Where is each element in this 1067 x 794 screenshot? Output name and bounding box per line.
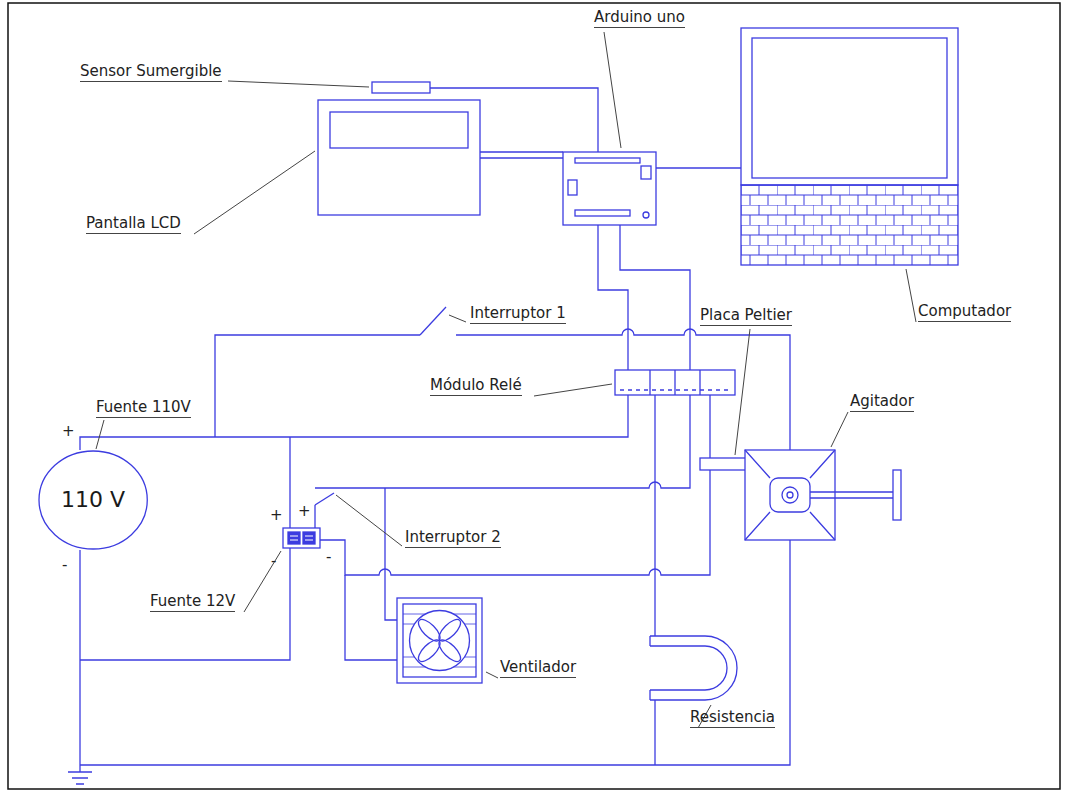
fan-frame bbox=[403, 604, 476, 677]
node-text: 110 V bbox=[61, 487, 125, 512]
callout-label: Interruptor 1 bbox=[470, 304, 566, 324]
callout-label: Interruptor 2 bbox=[405, 528, 501, 548]
leader-line bbox=[449, 315, 466, 322]
wire bbox=[314, 505, 315, 528]
polarity-sign: + bbox=[62, 422, 75, 440]
leader-line bbox=[831, 412, 848, 447]
fan-blade bbox=[415, 616, 443, 644]
heater-symbol bbox=[649, 636, 650, 700]
arduino-header bbox=[575, 210, 630, 216]
power-source-110v: 110 V bbox=[38, 450, 148, 550]
callout-label: Computador bbox=[918, 302, 1011, 322]
polarity-sign: + bbox=[298, 502, 311, 520]
relay-divider bbox=[650, 370, 700, 395]
stirrer-symbol bbox=[745, 450, 835, 540]
wire bbox=[480, 152, 563, 158]
stirrer-hub bbox=[787, 492, 793, 498]
leader-line bbox=[604, 32, 621, 148]
callout-label: Arduino uno bbox=[594, 8, 685, 28]
polarity-sign: - bbox=[271, 552, 276, 570]
lcd-screen bbox=[330, 112, 468, 148]
wire bbox=[315, 395, 690, 488]
callout-label: Placa Peltier bbox=[700, 306, 792, 326]
wire bbox=[656, 167, 741, 168]
callout-label: Sensor Sumergible bbox=[80, 62, 222, 82]
polarity-sign: - bbox=[62, 556, 67, 574]
wire bbox=[654, 700, 655, 765]
supply-12v-cell bbox=[303, 532, 315, 544]
supply-12v-detail bbox=[290, 536, 313, 540]
callout-label: Agitador bbox=[850, 392, 914, 412]
wire bbox=[79, 550, 80, 772]
wire bbox=[385, 488, 397, 620]
supply-12v-symbol bbox=[283, 528, 320, 548]
arduino-usb bbox=[641, 166, 651, 179]
polarity-sign: - bbox=[326, 548, 331, 566]
wire bbox=[320, 470, 710, 575]
switch-blade bbox=[315, 493, 334, 505]
supply-12v-cell bbox=[288, 532, 300, 544]
callout-label: Pantalla LCD bbox=[86, 214, 181, 234]
leader-line bbox=[244, 551, 281, 612]
relay-divider bbox=[620, 389, 730, 390]
callout-label: Fuente 110V bbox=[96, 398, 191, 418]
leader-line bbox=[735, 329, 750, 455]
wire bbox=[620, 225, 690, 370]
arduino-jack bbox=[568, 180, 577, 195]
heater-symbol bbox=[650, 636, 737, 700]
callout-label: Fuente 12V bbox=[150, 592, 235, 612]
monitor-symbol bbox=[741, 28, 958, 185]
leader-line bbox=[486, 672, 498, 678]
wire bbox=[345, 575, 397, 660]
fan-symbol bbox=[397, 598, 482, 683]
leader-line bbox=[194, 151, 315, 234]
frame-border bbox=[8, 3, 1060, 789]
stirrer-paddle bbox=[893, 470, 901, 520]
leader-line bbox=[336, 495, 402, 546]
source-circle bbox=[39, 451, 147, 549]
leader-line bbox=[96, 420, 104, 449]
stirrer-hub bbox=[782, 487, 798, 503]
keyboard-symbol bbox=[741, 185, 958, 265]
polarity-sign: + bbox=[270, 506, 283, 524]
stirrer-detail bbox=[745, 450, 835, 540]
wire bbox=[654, 395, 655, 636]
monitor-screen bbox=[752, 38, 947, 178]
wire bbox=[215, 335, 420, 437]
wire bbox=[430, 88, 598, 152]
callout-label: Resistencia bbox=[690, 708, 775, 728]
heater-symbol bbox=[650, 646, 727, 690]
ground-symbol bbox=[68, 772, 92, 784]
leader-line bbox=[228, 81, 369, 87]
switch-blade bbox=[420, 307, 446, 335]
arduino-header bbox=[575, 158, 640, 163]
arduino-hole bbox=[643, 212, 649, 218]
arduino-symbol bbox=[563, 152, 656, 225]
stirrer-shaft bbox=[810, 492, 893, 498]
wire bbox=[80, 540, 790, 765]
callout-label: Módulo Relé bbox=[430, 376, 522, 396]
leader-line bbox=[906, 269, 916, 322]
wire bbox=[598, 225, 628, 370]
wire bbox=[709, 395, 710, 458]
sensor-symbol bbox=[372, 82, 430, 93]
lcd-symbol bbox=[318, 100, 480, 215]
stirrer-motor bbox=[770, 478, 810, 512]
relay-symbol bbox=[615, 370, 735, 395]
fan-ring bbox=[410, 611, 470, 671]
callout-label: Ventilador bbox=[500, 658, 576, 678]
leader-line bbox=[534, 384, 612, 396]
wire bbox=[80, 395, 628, 450]
